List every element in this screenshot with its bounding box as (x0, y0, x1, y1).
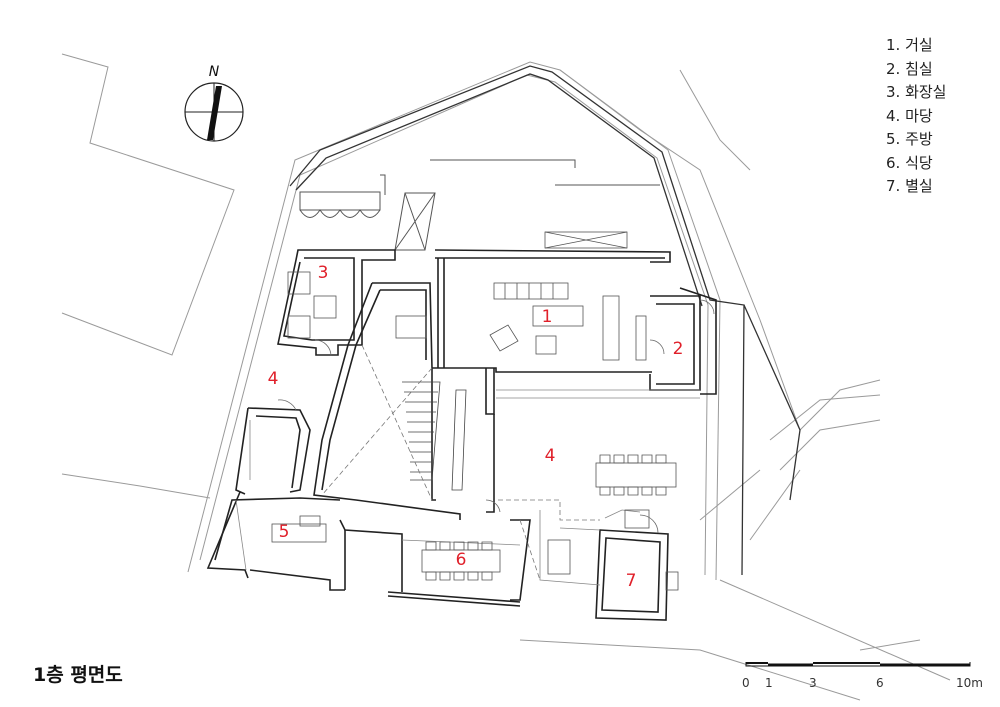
legend-item: 1. 거실 (886, 36, 933, 54)
drawing-title: 1층 평면도 (33, 664, 123, 686)
scale-bar (745, 662, 971, 667)
furniture (271, 231, 679, 591)
north-label: N (209, 64, 220, 80)
scale-label: 6 (876, 676, 884, 690)
scale-label: 1 (765, 676, 773, 690)
legend-item: 4. 마당 (886, 106, 933, 125)
north-arrow: N (184, 64, 244, 142)
scale-label: 10m (956, 676, 983, 690)
entrance-canopy (299, 159, 660, 251)
site-context-lines (61, 53, 951, 701)
legend-item: 6. 식당 (886, 153, 933, 172)
scale-label: 0 (742, 676, 750, 690)
room-number: 7 (626, 571, 637, 591)
room-number: 6 (456, 550, 467, 570)
room-numbers: 1 2 3 4 4 5 6 7 (268, 263, 684, 591)
legend-item: 7. 별실 (886, 177, 933, 195)
site-boundary-wall (289, 65, 801, 576)
room-number: 4 (545, 446, 556, 466)
room-number: 5 (279, 522, 290, 542)
room-number: 3 (318, 263, 329, 283)
legend-item: 3. 화장실 (886, 83, 947, 101)
legend-item: 2. 침실 (886, 59, 933, 78)
room-number: 4 (268, 369, 279, 389)
interior-lines (235, 389, 700, 586)
room-number: 2 (673, 339, 684, 359)
staircase (402, 381, 467, 491)
scale-label: 3 (809, 676, 817, 690)
room-legend: 1. 거실 2. 침실 3. 화장실 4. 마당 5. 주방 6. 식당 7. … (886, 34, 946, 199)
void-diagonals (321, 344, 600, 581)
room-number: 1 (542, 307, 553, 327)
door-swings (277, 299, 715, 534)
legend-item: 5. 주방 (886, 130, 933, 148)
